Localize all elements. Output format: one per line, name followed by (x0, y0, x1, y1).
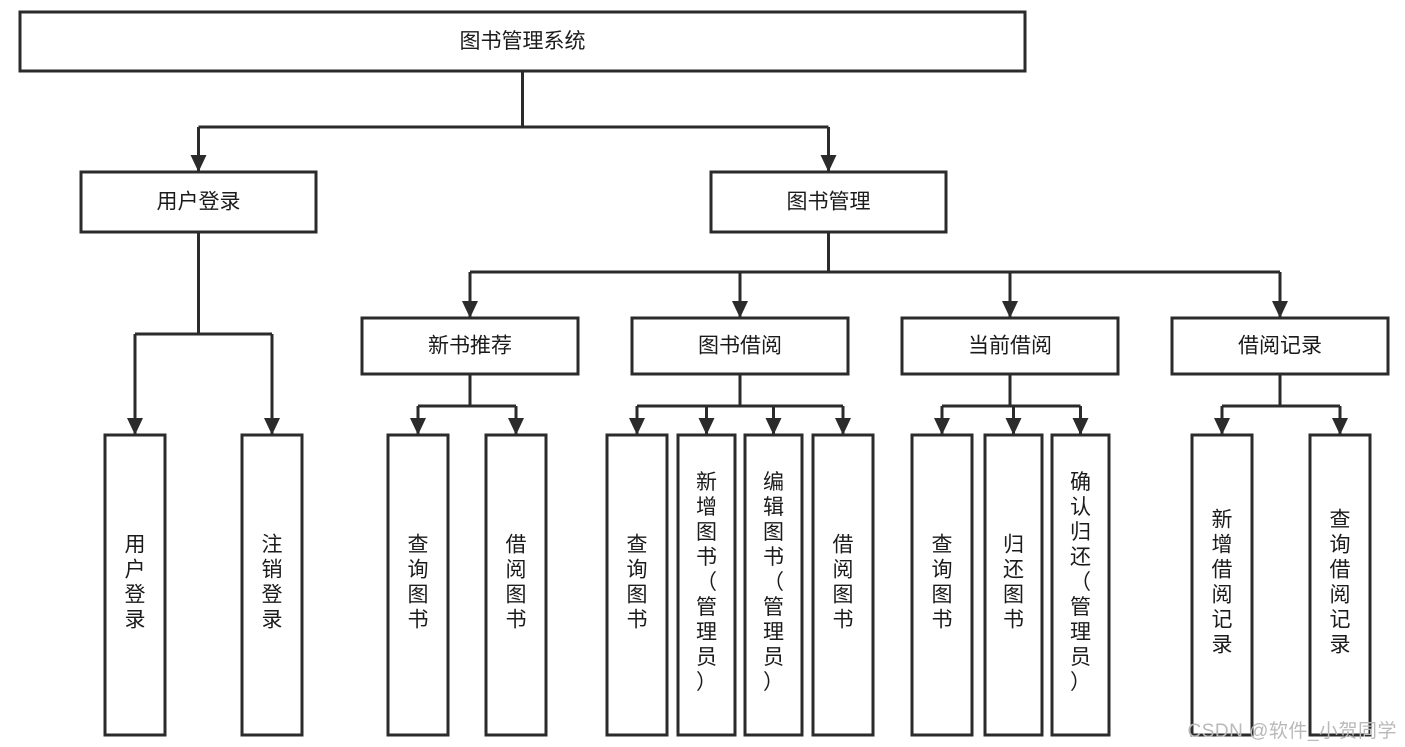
edge-group-new-book-recommend (410, 374, 524, 435)
node-leaf-edit-book[interactable]: 编辑图书（管理员） (743, 433, 804, 737)
node-box (1050, 433, 1111, 737)
node-label: 用户登录 (125, 534, 146, 632)
node-leaf-borrow-book-1[interactable]: 借阅图书 (484, 433, 548, 737)
node-leaf-confirm-return[interactable]: 确认归还（管理员） (1050, 433, 1111, 737)
node-label: 借阅图书 (833, 534, 854, 632)
node-box (1170, 316, 1390, 376)
arrow-head (1332, 418, 1348, 435)
node-leaf-user-login[interactable]: 用户登录 (103, 433, 167, 737)
arrow-head (698, 418, 715, 435)
node-leaf-add-book[interactable]: 新增图书（管理员） (676, 433, 737, 737)
edge-group-user-login (127, 232, 280, 435)
edge-group-borrow-record (1214, 374, 1348, 435)
node-label: 新增借阅记录 (1212, 509, 1233, 657)
node-label: 图书管理系统 (460, 30, 586, 53)
node-box (900, 316, 1120, 376)
edge-group-book-borrow (629, 374, 851, 435)
node-leaf-query-book-3[interactable]: 查询图书 (910, 433, 974, 737)
node-label: 查询图书 (932, 534, 953, 632)
node-label: 图书管理 (787, 191, 871, 214)
node-box (1308, 433, 1372, 737)
node-label: 借阅图书 (506, 534, 527, 632)
node-box (743, 433, 804, 737)
node-label: 注销登录 (262, 534, 283, 632)
edge-group-book-manage (462, 232, 1288, 318)
arrow-head (1272, 301, 1288, 318)
node-leaf-query-record[interactable]: 查询借阅记录 (1308, 433, 1372, 737)
node-leaf-return-book[interactable]: 归还图书 (983, 433, 1044, 737)
arrow-head (732, 301, 748, 318)
arrow-head (190, 155, 207, 172)
node-user-login[interactable]: 用户登录 (79, 170, 318, 234)
node-box (630, 316, 850, 376)
node-box (1190, 433, 1254, 737)
arrow-head (765, 418, 782, 435)
arrow-head (1005, 418, 1022, 435)
arrow-head (1002, 301, 1018, 318)
node-leaf-query-book-1[interactable]: 查询图书 (386, 433, 450, 737)
node-root[interactable]: 图书管理系统 (18, 10, 1027, 73)
node-book-manage[interactable]: 图书管理 (709, 170, 948, 234)
node-box (910, 433, 974, 737)
node-leaf-borrow-book-2[interactable]: 借阅图书 (811, 433, 875, 737)
node-box (811, 433, 875, 737)
node-box (79, 170, 318, 234)
arrow-head (835, 418, 851, 435)
node-layer: 图书管理系统用户登录图书管理新书推荐图书借阅当前借阅借阅记录用户登录注销登录查询… (18, 10, 1390, 737)
arrow-head (462, 301, 478, 318)
node-box (676, 433, 737, 737)
arrow-head (629, 418, 645, 435)
node-borrow-record[interactable]: 借阅记录 (1170, 316, 1390, 376)
node-box (240, 433, 304, 737)
node-box (983, 433, 1044, 737)
arrow-head (127, 418, 143, 435)
node-label: 新书推荐 (428, 335, 512, 358)
node-label: 借阅记录 (1238, 335, 1322, 358)
node-label: 归还图书 (1003, 534, 1024, 632)
node-box (18, 10, 1027, 73)
node-box (103, 433, 167, 737)
node-label: 图书借阅 (698, 335, 782, 358)
arrow-head (1072, 418, 1089, 435)
connector-layer (127, 71, 1348, 435)
arrow-head (410, 418, 426, 435)
node-label: 当前借阅 (968, 335, 1052, 358)
node-label: 用户登录 (157, 191, 241, 214)
arrow-head (934, 418, 950, 435)
node-label: 编辑图书（管理员） (763, 471, 784, 694)
node-book-borrow[interactable]: 图书借阅 (630, 316, 850, 376)
node-label: 查询图书 (408, 534, 429, 632)
edge-group-current-borrow (934, 374, 1089, 435)
arrow-head (264, 418, 280, 435)
node-label: 新增图书（管理员） (696, 471, 717, 694)
node-box (484, 433, 548, 737)
node-label: 查询图书 (627, 534, 648, 632)
node-label: 查询借阅记录 (1330, 509, 1351, 657)
node-label: 确认归还（管理员） (1070, 471, 1091, 694)
node-box (605, 433, 669, 737)
node-box (360, 316, 580, 376)
node-box (709, 170, 948, 234)
node-box (386, 433, 450, 737)
node-leaf-logout[interactable]: 注销登录 (240, 433, 304, 737)
edge-group-root (190, 71, 837, 172)
arrow-head (1214, 418, 1230, 435)
node-new-book-recommend[interactable]: 新书推荐 (360, 316, 580, 376)
arrow-head (508, 418, 524, 435)
node-leaf-add-record[interactable]: 新增借阅记录 (1190, 433, 1254, 737)
node-current-borrow[interactable]: 当前借阅 (900, 316, 1120, 376)
node-leaf-query-book-2[interactable]: 查询图书 (605, 433, 669, 737)
arrow-head (820, 155, 837, 172)
